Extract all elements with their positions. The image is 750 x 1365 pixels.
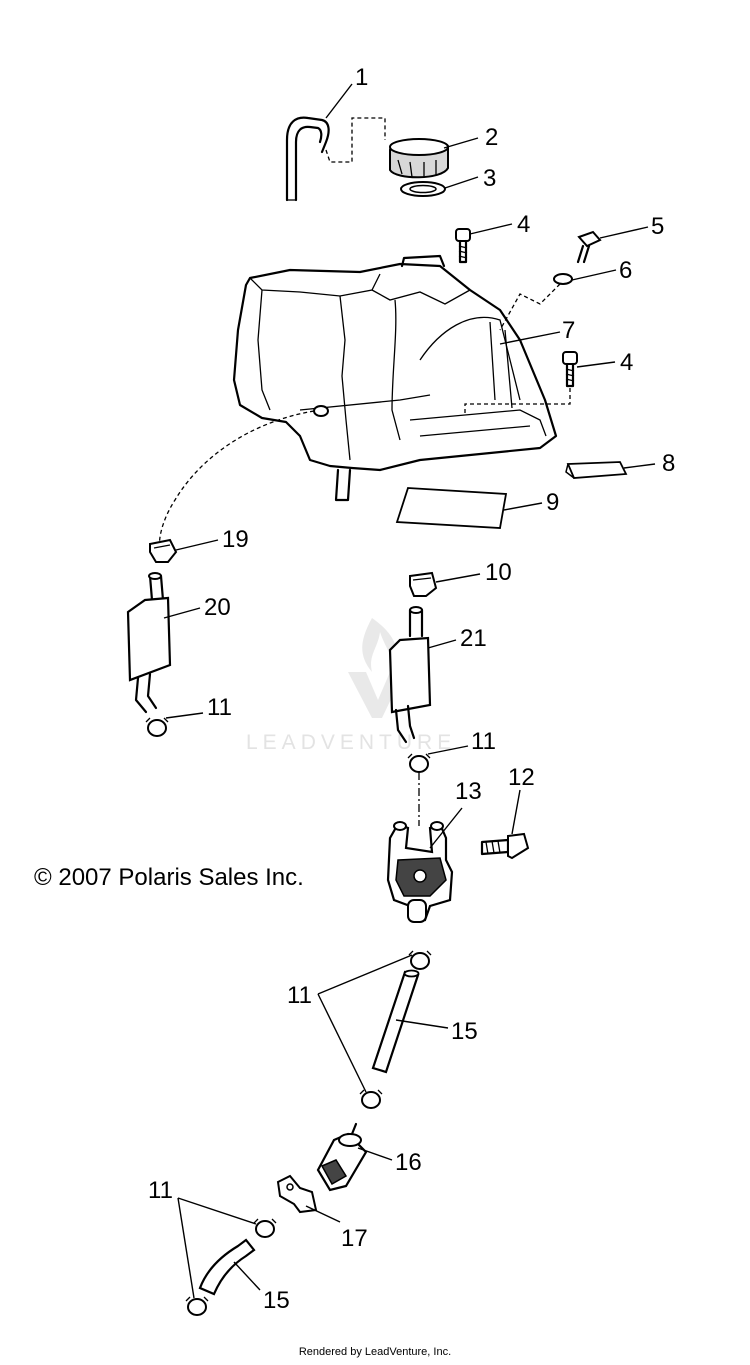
- hose-clamp-10: [409, 571, 438, 597]
- fuel-tank: [232, 254, 558, 502]
- callout-11-upper: 11: [471, 728, 496, 755]
- callout-19: 19: [222, 526, 249, 553]
- hose-clamp-11-mid: [408, 950, 432, 970]
- tank-outlet-dashed-line: [158, 410, 315, 549]
- callout-8: 8: [662, 450, 675, 477]
- fuel-hose-15-lower: [198, 1238, 256, 1296]
- callout-10: 10: [485, 559, 512, 586]
- callout-11-left: 11: [207, 694, 232, 721]
- fuel-cap: [389, 138, 449, 179]
- callout-13: 13: [455, 778, 482, 805]
- callout-labels: 1 2 3 4 5 6 7 4 8 9 19 20 11 10 21 11 12…: [148, 64, 675, 1314]
- callout-5: 5: [651, 213, 664, 240]
- callout-6: 6: [619, 257, 632, 284]
- valve-bolt: [480, 832, 530, 860]
- hose-clamp-11-left: [145, 717, 169, 737]
- callout-15-upper: 15: [451, 1018, 478, 1045]
- callout-2: 2: [485, 124, 498, 151]
- hose-with-sleeve-21: [388, 606, 432, 744]
- callout-12: 12: [508, 764, 535, 791]
- decal: [395, 487, 508, 529]
- callout-7: 7: [562, 317, 575, 344]
- hose-clamp-11-bottom-right: [253, 1218, 277, 1238]
- vent-hose: [285, 116, 386, 202]
- footer-credit: Rendered by LeadVenture, Inc.: [298, 1346, 452, 1358]
- callout-1: 1: [355, 64, 368, 91]
- callout-21: 21: [460, 625, 487, 652]
- callout-17: 17: [341, 1225, 368, 1252]
- callout-16: 16: [395, 1149, 422, 1176]
- fuel-hose-15-upper: [371, 969, 420, 1074]
- callout-15-lower: 15: [263, 1287, 290, 1314]
- filter-clip: [276, 1174, 318, 1214]
- cap-gasket: [400, 181, 446, 197]
- copyright-notice: © 2007 Polaris Sales Inc.: [34, 864, 304, 891]
- hose-clamp-11-bottom-left: [185, 1296, 209, 1316]
- hose-clamp-19: [149, 538, 178, 563]
- hose-clamp-11-lower: [359, 1089, 383, 1109]
- watermark-text: LEADVENTURE: [246, 731, 456, 754]
- callout-4-lower: 4: [620, 349, 633, 376]
- callout-9: 9: [546, 489, 559, 516]
- pad: [565, 461, 628, 479]
- screw-upper: [455, 228, 471, 264]
- callout-11-bottom: 11: [148, 1177, 173, 1204]
- hose-clamp-11-upper: [407, 753, 431, 773]
- callout-20: 20: [204, 594, 231, 621]
- screw-lower: [464, 351, 578, 416]
- callout-4-upper: 4: [517, 211, 530, 238]
- fuel-filter: [316, 1122, 368, 1192]
- bolt: [576, 230, 602, 264]
- washer: [499, 273, 573, 331]
- fuel-valve: [386, 821, 454, 923]
- hose-with-sleeve-20: [126, 572, 172, 714]
- leader-lines: [163, 83, 656, 1299]
- callout-11-mid: 11: [287, 982, 312, 1009]
- callout-3: 3: [483, 165, 496, 192]
